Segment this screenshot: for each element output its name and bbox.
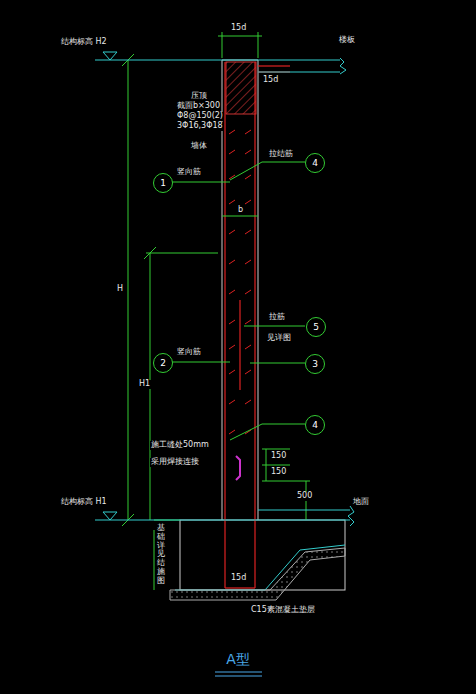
callout-number: 1	[160, 178, 166, 188]
drawing-label: 压顶	[190, 92, 208, 101]
drawing-label: 拉结筋	[268, 150, 294, 159]
drawing-label: 15d	[262, 76, 279, 85]
drawing-label: 拉筋	[268, 313, 286, 322]
callout-circle: 4	[305, 415, 325, 435]
drawing-label: C15素混凝土垫层	[250, 606, 316, 615]
drawing-label: 地面	[352, 498, 370, 507]
drawing-label: 15d	[230, 574, 247, 583]
drawing-caption: A型	[226, 651, 250, 669]
callout-number: 2	[160, 358, 166, 368]
drawing-label: 楼板	[338, 36, 356, 45]
drawing-label: Φ8@150(2)	[176, 112, 224, 121]
callout-number: 4	[312, 420, 318, 430]
drawing-label: 采用焊接连接	[150, 458, 200, 467]
callout-circle: 2	[153, 353, 173, 373]
drawing-label: 3Φ16,3Φ18	[176, 122, 224, 131]
callout-circle: 5	[306, 317, 326, 337]
drawing-label: 竖向筋	[176, 348, 202, 357]
drawing-label: 150	[270, 452, 287, 461]
drawing-label: 见详图	[266, 334, 292, 343]
drawing-label: 截面b×300	[176, 102, 221, 111]
drawing-label: 竖向筋	[176, 168, 202, 177]
drawing-label: b	[237, 206, 244, 215]
drawing-label: 施工缝处50mm	[150, 441, 210, 450]
drawing-label: 结构标高 H2	[60, 38, 108, 47]
callout-number: 5	[313, 322, 319, 332]
callout-circle: 3	[305, 354, 325, 374]
drawing-label: 结构标高 H1	[60, 498, 108, 507]
drawing-label: 墙体	[190, 142, 208, 151]
callout-number: 4	[312, 158, 318, 168]
callout-number: 3	[312, 359, 318, 369]
drawing-label: H	[116, 285, 124, 294]
drawing-label: H1	[138, 380, 151, 389]
callout-circle: 4	[305, 153, 325, 173]
drawing-label: 150	[270, 468, 287, 477]
vertical-note: 基础详见结施图	[156, 524, 166, 586]
callout-circle: 1	[153, 173, 173, 193]
drawing-label: 500	[296, 492, 313, 501]
drawing-label: 15d	[230, 24, 247, 33]
